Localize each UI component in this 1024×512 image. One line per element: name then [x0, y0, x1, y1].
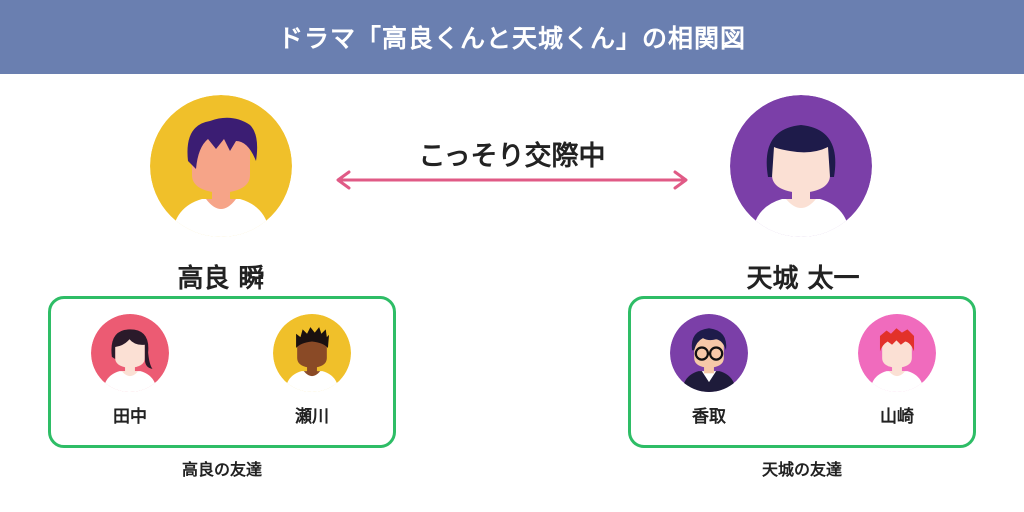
- takara-name: 高良 瞬: [177, 264, 265, 294]
- takara-friends-box: [48, 296, 396, 448]
- amagi-name: 天城 太一: [746, 264, 860, 294]
- yamazaki-avatar: [858, 314, 936, 392]
- segawa-avatar: [273, 314, 351, 392]
- takara-avatar: [150, 95, 292, 237]
- amagi-friends-box: [628, 296, 976, 448]
- yamazaki-name: 山崎: [880, 407, 914, 427]
- relation-label: こっそり交際中: [418, 141, 606, 172]
- takara-friends-caption: 高良の友達: [181, 460, 262, 479]
- relation-arrow: [336, 170, 688, 190]
- amagi-friends-caption: 天城の友達: [761, 460, 842, 479]
- diagram-title: ドラマ「高良くんと天城くん」の相関図: [277, 24, 746, 53]
- title-banner: ドラマ「高良くんと天城くん」の相関図: [0, 0, 1024, 74]
- amagi-avatar: [730, 95, 872, 237]
- tanaka-avatar: [91, 314, 169, 392]
- katori-avatar: [670, 314, 748, 392]
- katori-name: 香取: [692, 407, 726, 427]
- tanaka-name: 田中: [113, 407, 147, 427]
- segawa-name: 瀬川: [295, 407, 329, 427]
